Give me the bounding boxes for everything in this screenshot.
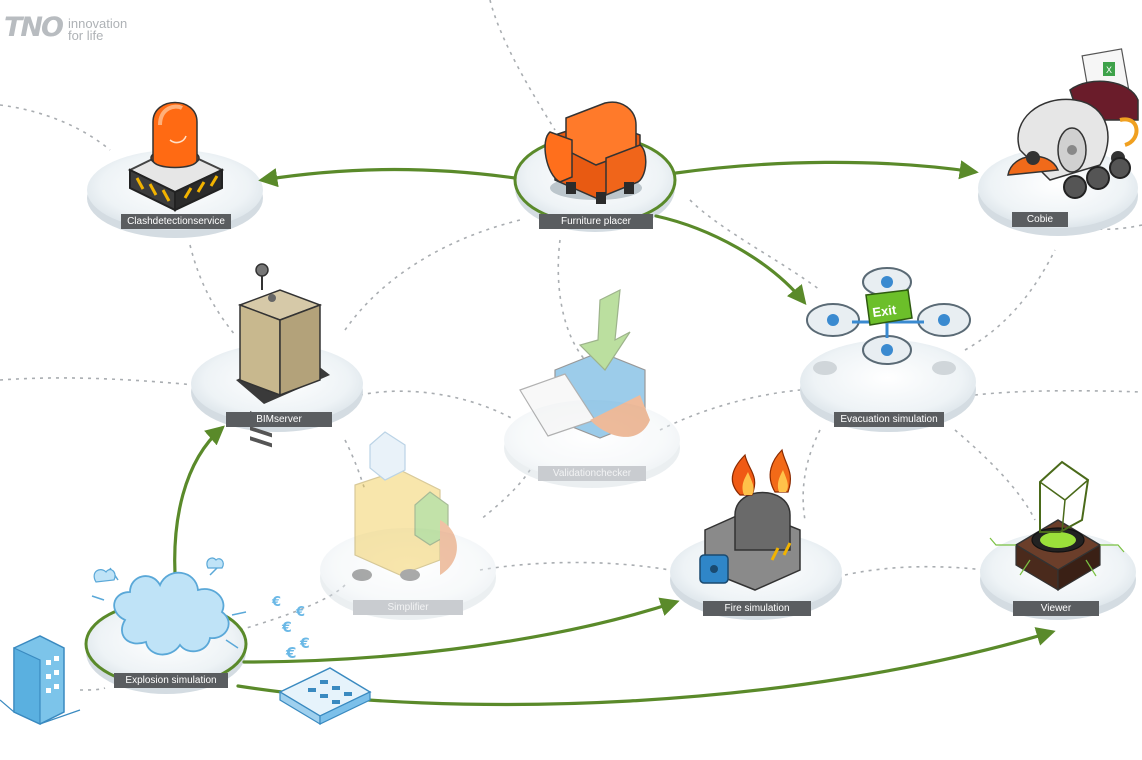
dotted-link [479,561,671,571]
fire-reactor-icon [699,448,801,591]
node-label-validation[interactable]: Validationchecker [538,466,646,481]
svg-text:€: € [281,620,292,636]
dotted-link [802,429,821,521]
dotted-link [844,565,986,576]
node-label-furniture[interactable]: Furniture placer [539,214,653,229]
explosion-cloud-icon [91,557,247,656]
svg-text:€: € [295,605,305,620]
dotted-link [344,219,521,331]
calculator-icon [278,667,372,726]
dotted-link [964,249,1056,351]
dotted-link [239,584,346,631]
node-label-simplifier[interactable]: Simplifier [353,600,463,615]
node-label-cobie[interactable]: Cobie [1012,212,1068,227]
node-label-viewer[interactable]: Viewer [1013,601,1099,616]
simplifier-platform [320,528,496,620]
exit-sign-text: Exit [871,302,897,320]
node-label-fire[interactable]: Fire simulation [703,601,811,616]
node-label-evacuation[interactable]: Evacuation simulation [834,412,944,427]
dotted-link [0,377,196,386]
building-icon [0,635,81,725]
arrow-explosion-to-fire [242,597,680,664]
dotted-link [479,469,531,521]
dotted-link [189,244,236,336]
tno-logo: TNO innovation for life [4,12,128,43]
server-tower-icon [236,263,330,448]
dotted-link [359,390,516,421]
euro-symbols: € € € € € [271,595,310,662]
armchair-icon [544,101,647,204]
logo-mark: TNO [4,12,64,43]
simplifier-icon [352,431,457,581]
evacuation-drone-icon [806,267,971,375]
validation-check-icon [519,288,650,439]
siren-icon [127,101,225,212]
viewer-house-icon [989,460,1125,592]
logo-tagline-line-1: innovation [67,16,128,31]
dotted-link [954,429,1036,521]
dotted-link [489,0,556,131]
dotted-link [689,199,821,291]
rover-robot-icon: X [1007,48,1139,199]
svg-text:€: € [271,595,281,610]
dotted-link [344,439,366,491]
dotted-link [0,104,111,151]
dotted-link [659,389,801,431]
dotted-link [557,239,586,361]
node-label-bim[interactable]: BIMserver [226,412,332,427]
arrow-furniture-to-evacuation [654,214,807,305]
logo-tagline: innovation for life [67,16,128,43]
logo-tagline-line-2: for life [67,28,104,43]
svg-text:€: € [299,636,310,652]
svg-text:X: X [1106,65,1112,75]
inactive-connections [0,0,1142,691]
svg-text:€: € [285,644,296,662]
dotted-link [974,389,1142,396]
arrow-furniture-to-clash [258,167,517,188]
node-label-clash[interactable]: Clashdetectionservice [121,214,231,229]
arrow-furniture-to-cobie [674,160,979,180]
dotted-link [79,687,106,691]
arrow-explosion-to-bim [173,425,225,592]
evacuation-platform [800,340,976,432]
node-label-explosion[interactable]: Explosion simulation [114,673,228,688]
